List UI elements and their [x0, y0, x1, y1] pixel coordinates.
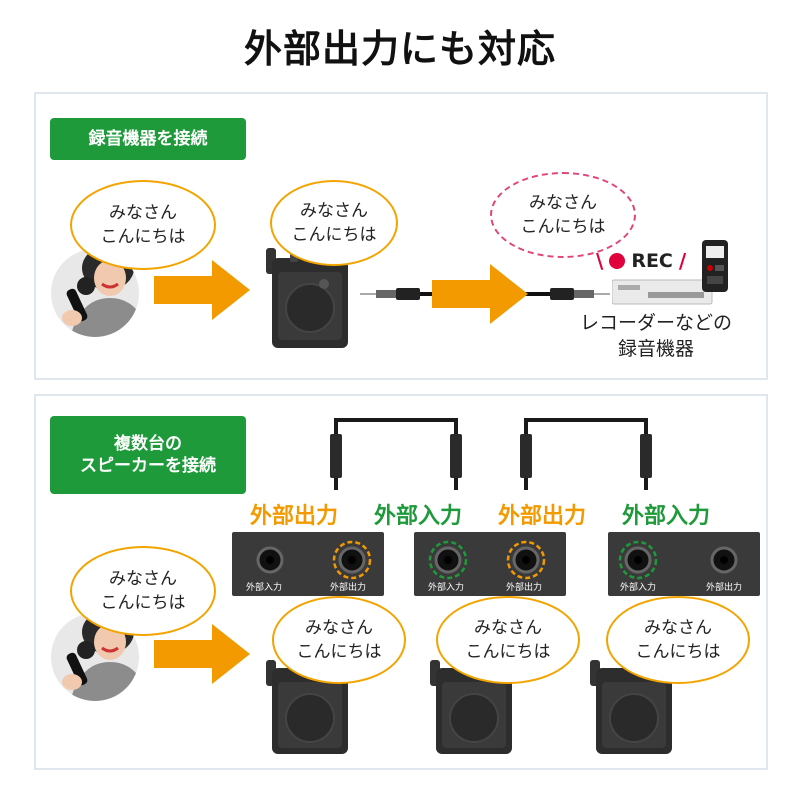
- caption-line-1: レコーダーなどの: [579, 312, 732, 334]
- port-label-output: 外部出力: [498, 504, 587, 529]
- bubble-line-2: こんにちは: [296, 642, 382, 662]
- speech-bubble-person: みなさん こんにちは: [70, 180, 216, 270]
- tag-line-1: 複数台の: [114, 434, 182, 454]
- jack-label-input: 外部入力: [246, 583, 283, 593]
- speaker-device-image: [590, 660, 672, 754]
- record-dot-icon: [609, 253, 626, 269]
- bubble-line-1: みなさん: [529, 193, 597, 213]
- bubble-line-1: みなさん: [305, 618, 373, 638]
- jack-label-output: 外部出力: [330, 583, 367, 593]
- output-jack-icon: [332, 540, 372, 580]
- speech-bubble-speaker: みなさん こんにちは: [436, 596, 580, 684]
- input-jack-icon: [618, 540, 658, 580]
- output-jack-icon: [506, 540, 546, 580]
- rec-indicator: \ REC /: [596, 249, 686, 273]
- recorder-caption: レコーダーなどの 録音機器: [566, 310, 746, 362]
- jack-panel-2: 外部入力 外部出力: [414, 532, 566, 596]
- tag-line-2: スピーカーを接続: [80, 456, 216, 476]
- speaker-person-image: [51, 249, 139, 337]
- speech-bubble-person: みなさん こんにちは: [70, 546, 216, 636]
- bubble-line-1: みなさん: [644, 618, 712, 638]
- slash-icon: \: [596, 249, 604, 273]
- jack-label-input: 外部入力: [428, 583, 465, 593]
- bubble-line-1: みなさん: [474, 618, 542, 638]
- bubble-line-2: こんにちは: [100, 593, 186, 613]
- section-multi-speaker-tag: 複数台の スピーカーを接続: [50, 416, 246, 494]
- bubble-line-1: みなさん: [109, 569, 177, 589]
- recorder-deck-image: [612, 279, 713, 305]
- input-jack-icon: [256, 546, 284, 574]
- bubble-line-2: こんにちは: [100, 227, 186, 247]
- bubble-line-1: みなさん: [300, 201, 368, 221]
- rec-label: REC: [631, 250, 673, 272]
- bubble-line-2: こんにちは: [520, 217, 606, 237]
- jack-panel-1: 外部入力 外部出力: [232, 532, 384, 596]
- jack-label-input: 外部入力: [620, 583, 657, 593]
- bubble-line-2: こんにちは: [291, 225, 377, 245]
- voice-recorder-image: [702, 240, 728, 292]
- arrow-right-icon: [154, 260, 250, 320]
- arrow-right-icon: [154, 624, 250, 684]
- section-recorder-tag: 録音機器を接続: [50, 118, 246, 160]
- link-cables-image: [330, 418, 652, 490]
- jack-label-output: 外部出力: [506, 583, 543, 593]
- bubble-line-2: こんにちは: [465, 642, 551, 662]
- output-jack-icon: [710, 546, 738, 574]
- jack-label-output: 外部出力: [706, 583, 743, 593]
- speech-bubble-speaker: みなさん こんにちは: [272, 596, 406, 684]
- speech-bubble-speaker: みなさん こんにちは: [606, 596, 750, 684]
- speaker-device-image: [430, 660, 512, 754]
- bubble-line-1: みなさん: [109, 203, 177, 223]
- speech-bubble-speaker: みなさん こんにちは: [270, 180, 398, 266]
- port-label-input: 外部入力: [622, 504, 711, 529]
- arrow-right-icon: [432, 264, 528, 324]
- bubble-line-2: こんにちは: [635, 642, 721, 662]
- page-title: 外部出力にも対応: [243, 27, 556, 71]
- caption-line-2: 録音機器: [617, 338, 694, 360]
- speaker-device-image: [266, 246, 348, 348]
- input-jack-icon: [428, 540, 468, 580]
- section-recorder-tag-text: 録音機器を接続: [88, 129, 208, 149]
- slash-icon: /: [678, 249, 687, 273]
- jack-panel-3: 外部入力 外部出力: [608, 532, 760, 596]
- speaker-device-image: [266, 660, 348, 754]
- speech-bubble-recording: みなさん こんにちは: [490, 172, 636, 258]
- port-label-input: 外部入力: [374, 504, 463, 529]
- port-label-output: 外部出力: [250, 504, 339, 529]
